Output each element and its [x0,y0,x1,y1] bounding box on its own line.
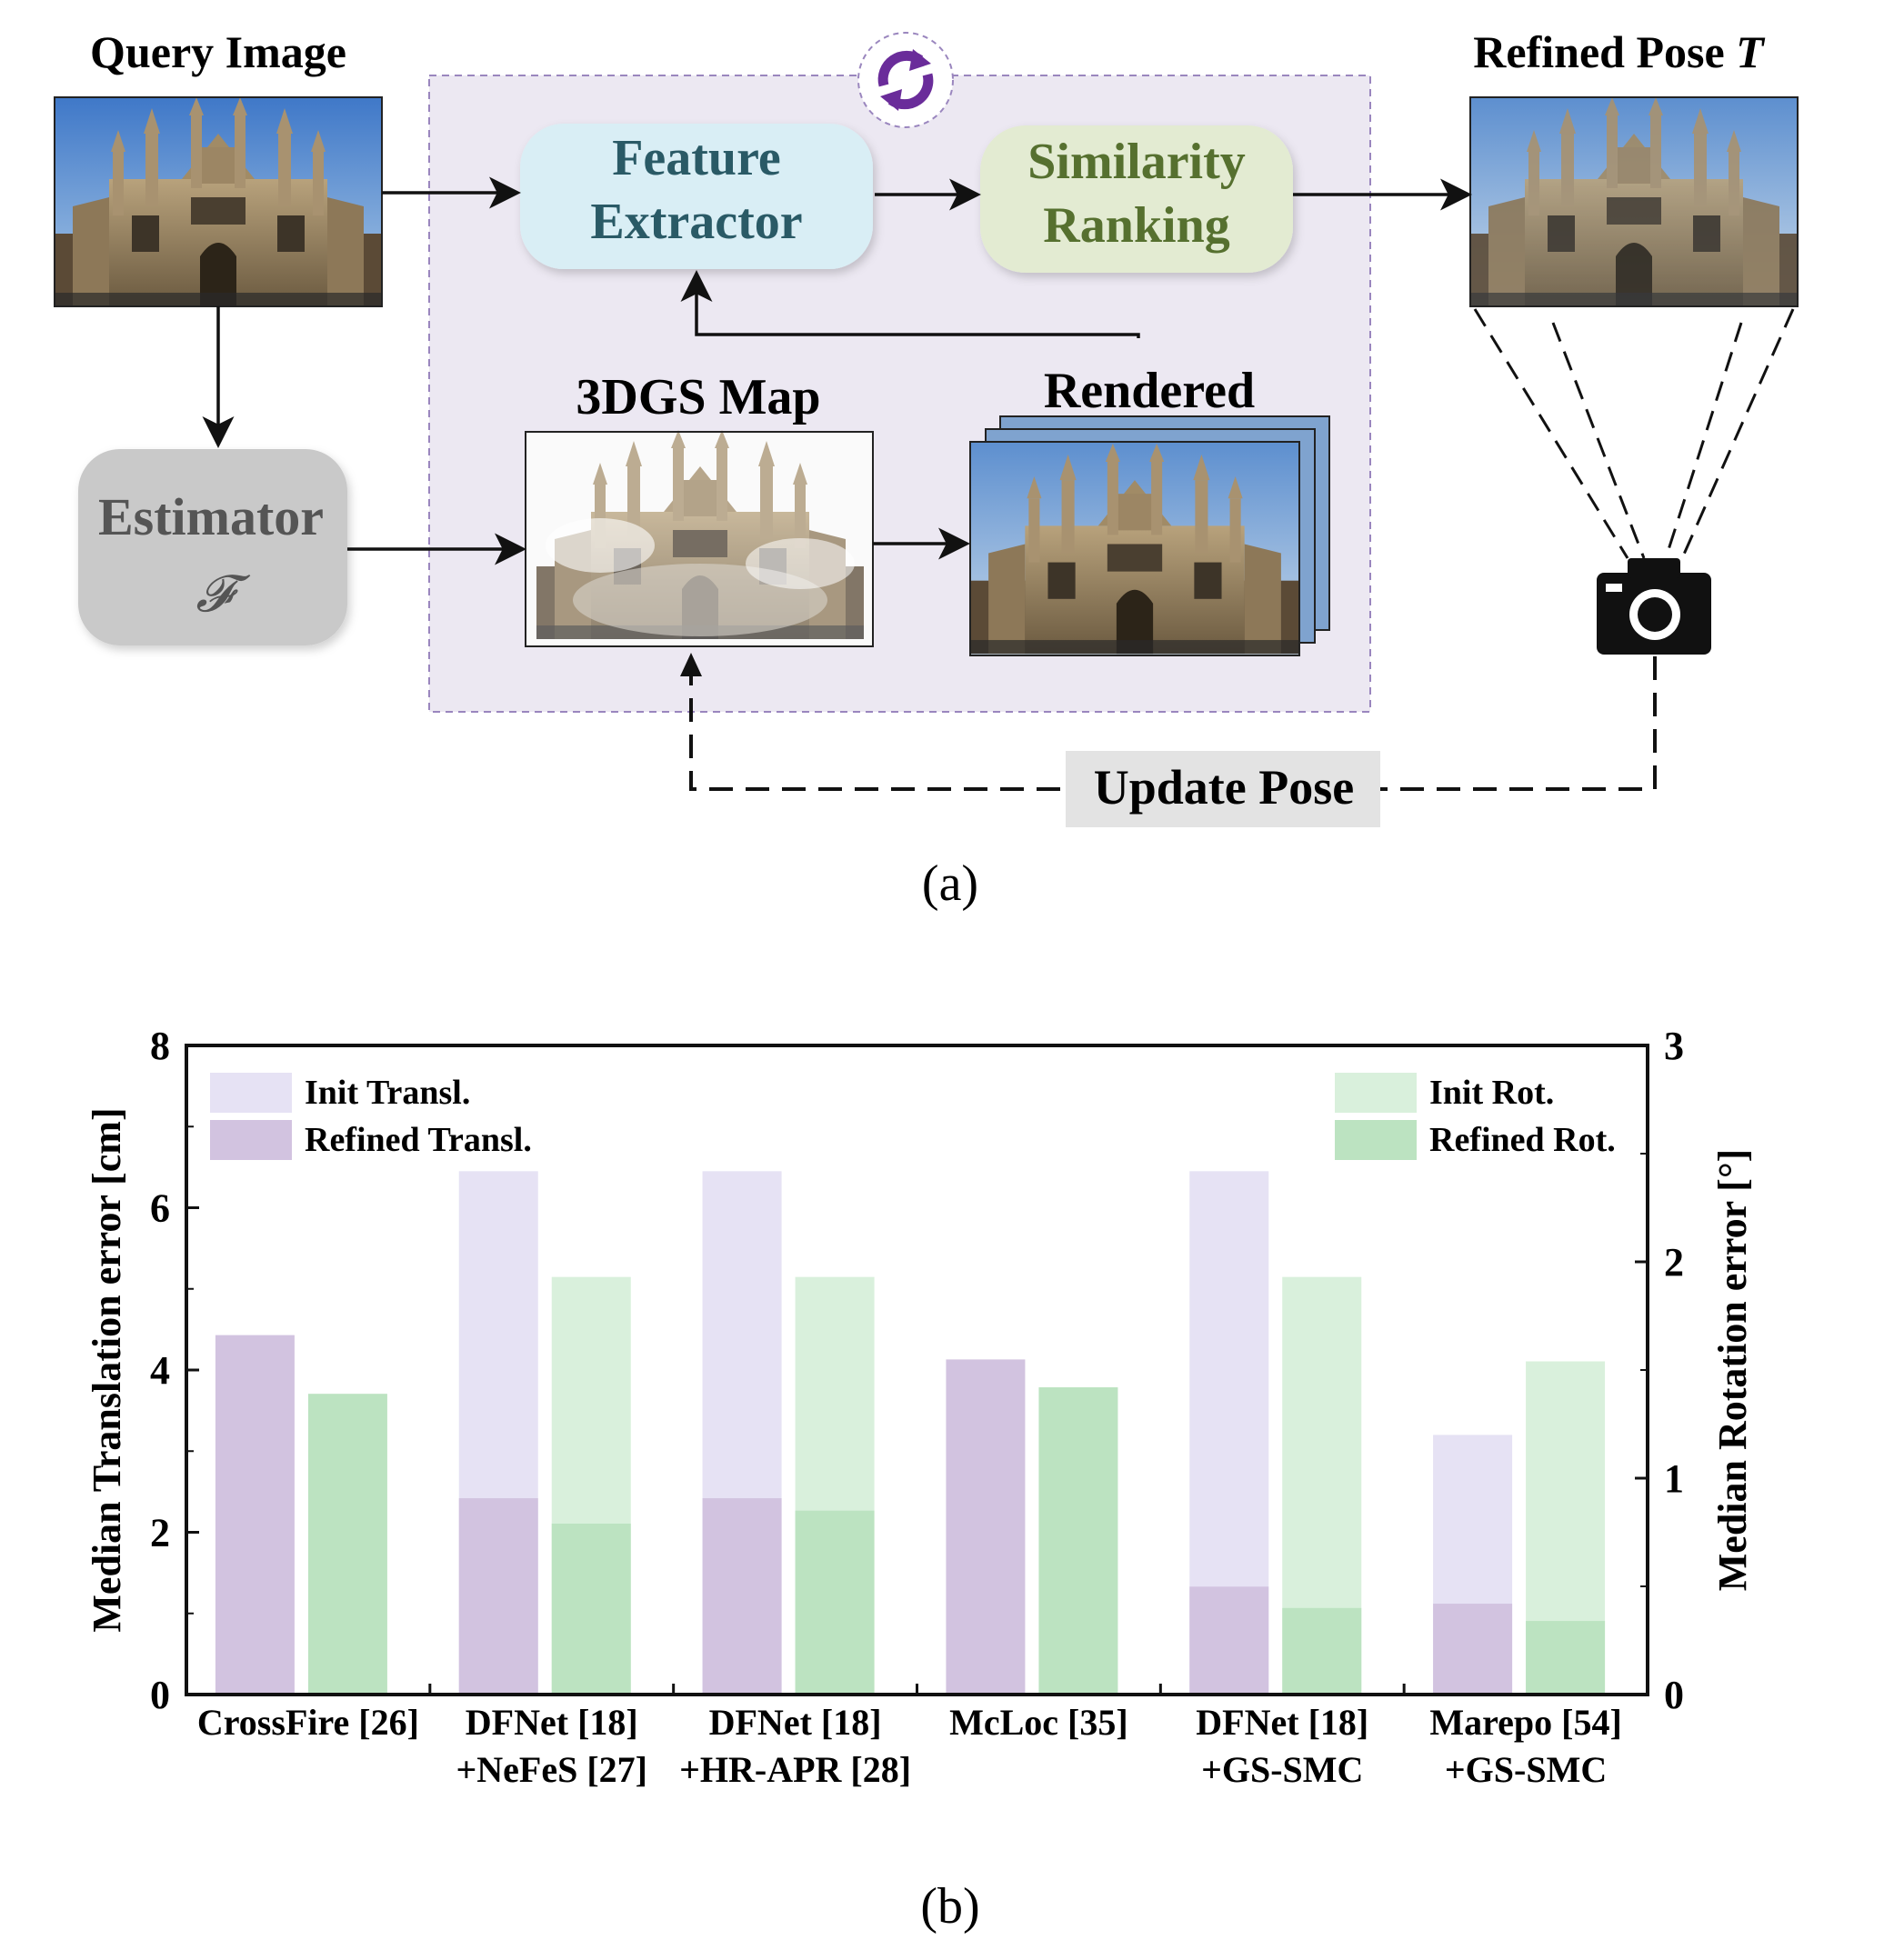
query-image-title: Query Image [90,26,346,77]
update-pose-arrowhead [680,653,702,676]
bar-refined-rot--3 [1038,1387,1118,1695]
x-tick-label: +GS-SMC [1201,1749,1363,1790]
y2-tick-label: 3 [1664,1024,1684,1068]
x-tick-label: DFNet [18] [466,1702,638,1743]
legend-refined-transl-label: Refined Transl. [305,1121,532,1159]
x-tick-label: +GS-SMC [1445,1749,1607,1790]
legend-refined-transl-swatch [210,1120,292,1160]
refresh-cycle-icon [857,32,954,128]
x-tick-label: McLoc [35] [949,1702,1128,1743]
caption-b: (b) [920,1878,979,1935]
y-tick-label: 4 [150,1348,170,1393]
y-tick-label: 6 [150,1186,170,1231]
bar-refined-transl--5 [1433,1604,1513,1695]
legend-refined-rot-swatch [1335,1120,1417,1160]
y-tick-label: 8 [150,1024,170,1068]
x-tick-label: +NeFeS [27] [456,1749,647,1790]
legend-refined-rot-label: Refined Rot. [1429,1121,1616,1159]
bar-refined-transl--0 [215,1335,295,1695]
feature-extractor-label-2: Extractor [590,194,802,250]
legend-init-transl-label: Init Transl. [305,1074,470,1112]
bar-refined-rot--5 [1526,1621,1606,1695]
x-tick-label: CrossFire [26] [197,1702,419,1743]
query-image [54,96,383,307]
estimator-label: Estimator [98,487,324,546]
x-tick-label: +HR-APR [28] [679,1749,911,1790]
bar-refined-rot--2 [795,1510,875,1695]
bar-refined-transl--3 [946,1359,1026,1695]
y2-tick-label: 2 [1664,1240,1684,1285]
y-tick-label: 2 [150,1511,170,1555]
y2-tick-label: 0 [1664,1673,1684,1717]
bar-refined-transl--4 [1189,1586,1269,1695]
x-tick-label: DFNet [18] [1196,1702,1368,1743]
camera-icon [1597,558,1711,655]
map-title: 3DGS Map [576,369,820,425]
legend-init-rot-label: Init Rot. [1429,1074,1554,1112]
error-bar-chart: CrossFire [26] DFNet [18] +NeFeS [27] DFNet… [85,1024,1755,1790]
update-pose-label-bg [1066,751,1380,827]
refined-pose-title: Refined Pose T [1473,26,1766,77]
bar-refined-rot--4 [1282,1607,1362,1695]
feature-extractor-box [520,124,873,269]
x-tick-label: Marepo [54] [1429,1702,1621,1743]
y2-axis-label: Median Rotation error [°] [1710,1149,1755,1591]
legend-init-rot-swatch [1335,1073,1417,1113]
rendered-title: Rendered [1044,363,1255,419]
similarity-ranking-label-1: Similarity [1027,134,1246,190]
similarity-ranking-box [980,125,1293,273]
legend-init-transl-swatch [210,1073,292,1113]
3dgs-map-image [525,430,874,647]
x-tick-label: DFNet [18] [709,1702,882,1743]
flow-arrows [202,176,1472,565]
refined-pose-image [1469,96,1799,307]
y-axis-label: Median Translation error [cm] [85,1107,129,1632]
bar-refined-transl--1 [458,1498,538,1695]
rendered-image-stack [969,415,1330,656]
estimator-box [78,449,347,645]
feature-extractor-label-1: Feature [612,130,781,186]
y-tick-label: 0 [150,1673,170,1717]
bar-refined-rot--0 [307,1394,387,1695]
caption-a: (a) [922,855,978,912]
y2-tick-label: 1 [1664,1456,1684,1501]
update-pose-label: Update Pose [1094,760,1354,815]
similarity-ranking-label-2: Ranking [1043,197,1229,254]
camera-frustum [1473,308,1795,559]
bar-refined-transl--2 [702,1498,782,1695]
bar-refined-rot--1 [551,1523,631,1695]
